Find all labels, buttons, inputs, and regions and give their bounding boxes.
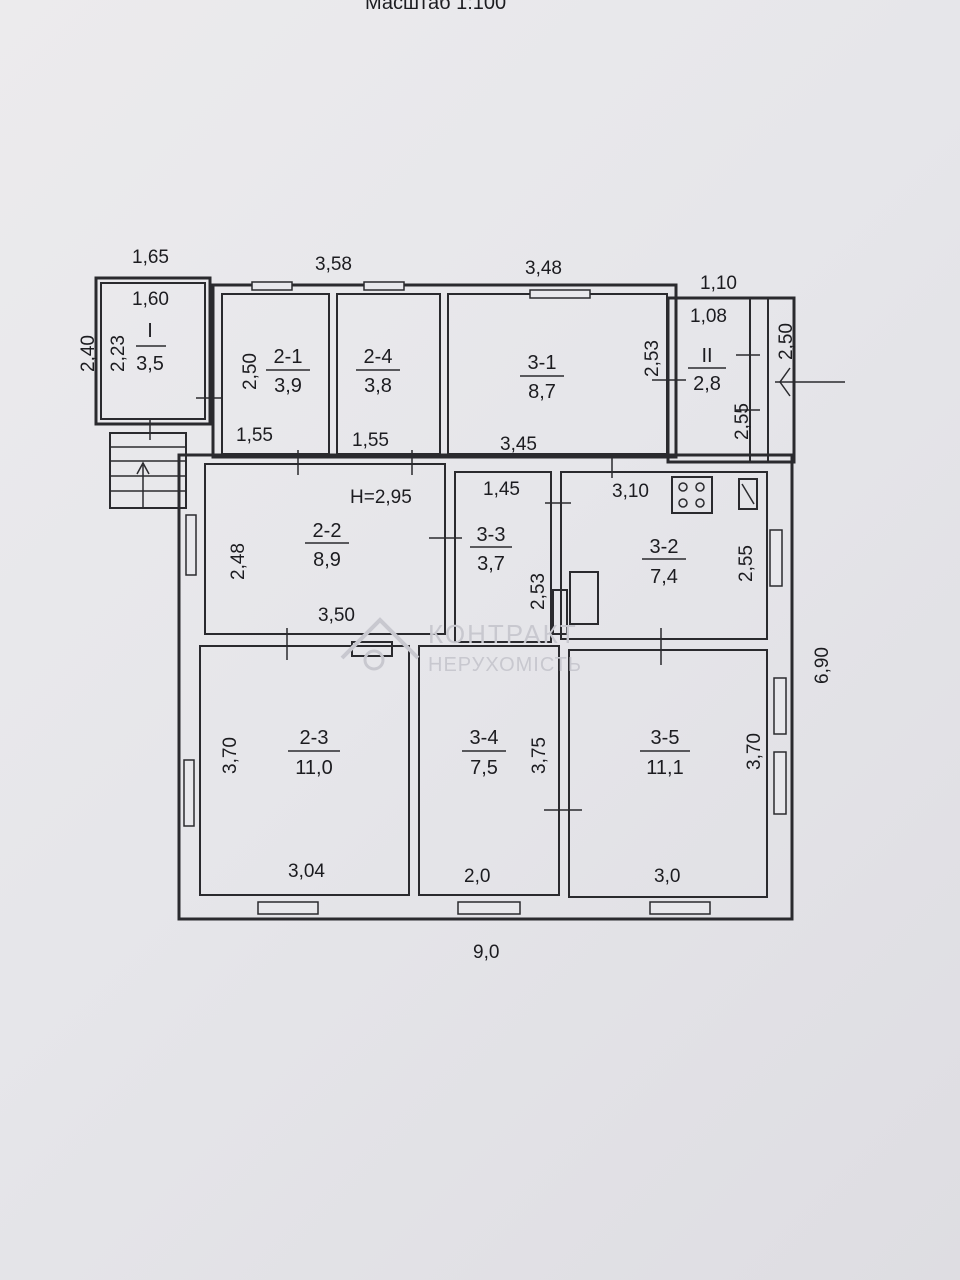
dimensions: 1,65 3,58 3,48 1,10 1,60 1,08 2,40 2,23 … — [78, 247, 833, 963]
windows — [183, 281, 787, 915]
dimension-label: 1,55 — [236, 425, 273, 446]
room-id: 2-2 — [313, 520, 342, 542]
dimension-label: 2,50 — [240, 353, 261, 390]
dimension-label: 9,0 — [473, 942, 499, 963]
dimension-label: 1,60 — [132, 289, 169, 310]
room-id: 3-5 — [651, 727, 680, 749]
room-id: 2-4 — [364, 346, 393, 368]
room-id: 2-1 — [274, 346, 303, 368]
scale-label: Масштаб 1:100 — [365, 0, 506, 14]
dimension-label: 6,90 — [812, 647, 833, 684]
dimension-label: 1,65 — [132, 247, 169, 268]
dimension-label: 2,0 — [464, 866, 490, 887]
door-ticks — [149, 354, 845, 811]
room-area: 3,7 — [477, 553, 505, 575]
room-id: 3-3 — [477, 524, 506, 546]
room-id: I — [147, 320, 153, 342]
dimension-label: 3,70 — [744, 733, 765, 770]
dimension-label: 1,55 — [352, 430, 389, 451]
room-area: 3,8 — [364, 375, 392, 397]
walls — [94, 276, 796, 921]
dimension-label: 3,45 — [500, 434, 537, 455]
dimension-label: 3,04 — [288, 861, 325, 882]
room-id: 3-1 — [528, 352, 557, 374]
room-id: 3-4 — [470, 727, 499, 749]
watermark-line1: КОНТРАКТ — [428, 619, 578, 649]
dimension-label: 2,50 — [776, 323, 797, 360]
dimension-label: 2,48 — [228, 543, 249, 580]
dimension-label: 3,50 — [318, 605, 355, 626]
watermark: КОНТРАКТ НЕРУХОМІСТЬ — [340, 617, 582, 676]
dimension-label: 2,53 — [528, 573, 549, 610]
ceiling-height: H=2,95 — [350, 487, 412, 508]
dimension-label: 2,55 — [736, 545, 757, 582]
dimension-label: 2,53 — [642, 340, 663, 377]
house-logo-icon — [363, 649, 385, 671]
room-area: 8,7 — [528, 381, 556, 403]
room-area: 7,5 — [470, 757, 498, 779]
dimension-label: 3,70 — [220, 737, 241, 774]
dimension-label: 2,23 — [108, 335, 129, 372]
room-id: II — [701, 345, 712, 367]
dimension-label: 2,55 — [732, 403, 753, 440]
room-labels: I 3,5 2-1 3,9 2-4 3,8 3-1 8,7 II 2,8 2-2… — [136, 320, 726, 779]
room-id: 3-2 — [650, 536, 679, 558]
watermark-line2: НЕРУХОМІСТЬ — [428, 654, 582, 676]
house-logo-icon — [340, 617, 420, 660]
room-area: 11,0 — [295, 757, 332, 779]
room-id: 2-3 — [300, 727, 329, 749]
dimension-label: 1,45 — [483, 479, 520, 500]
room-area: 11,1 — [646, 757, 683, 779]
room-area: 8,9 — [313, 549, 341, 571]
dimension-label: 3,58 — [315, 254, 352, 275]
room-area: 3,9 — [274, 375, 302, 397]
dimension-label: 3,0 — [654, 866, 680, 887]
room-area: 7,4 — [650, 566, 678, 588]
room-area: 2,8 — [693, 373, 721, 395]
dimension-label: 2,40 — [78, 335, 99, 372]
dimension-label: 3,10 — [612, 481, 649, 502]
dimension-label: 1,10 — [700, 273, 737, 294]
dimension-label: 1,08 — [690, 306, 727, 327]
room-area: 3,5 — [136, 353, 164, 375]
dimension-label: 3,48 — [525, 258, 562, 279]
dimension-label: 3,75 — [529, 737, 550, 774]
